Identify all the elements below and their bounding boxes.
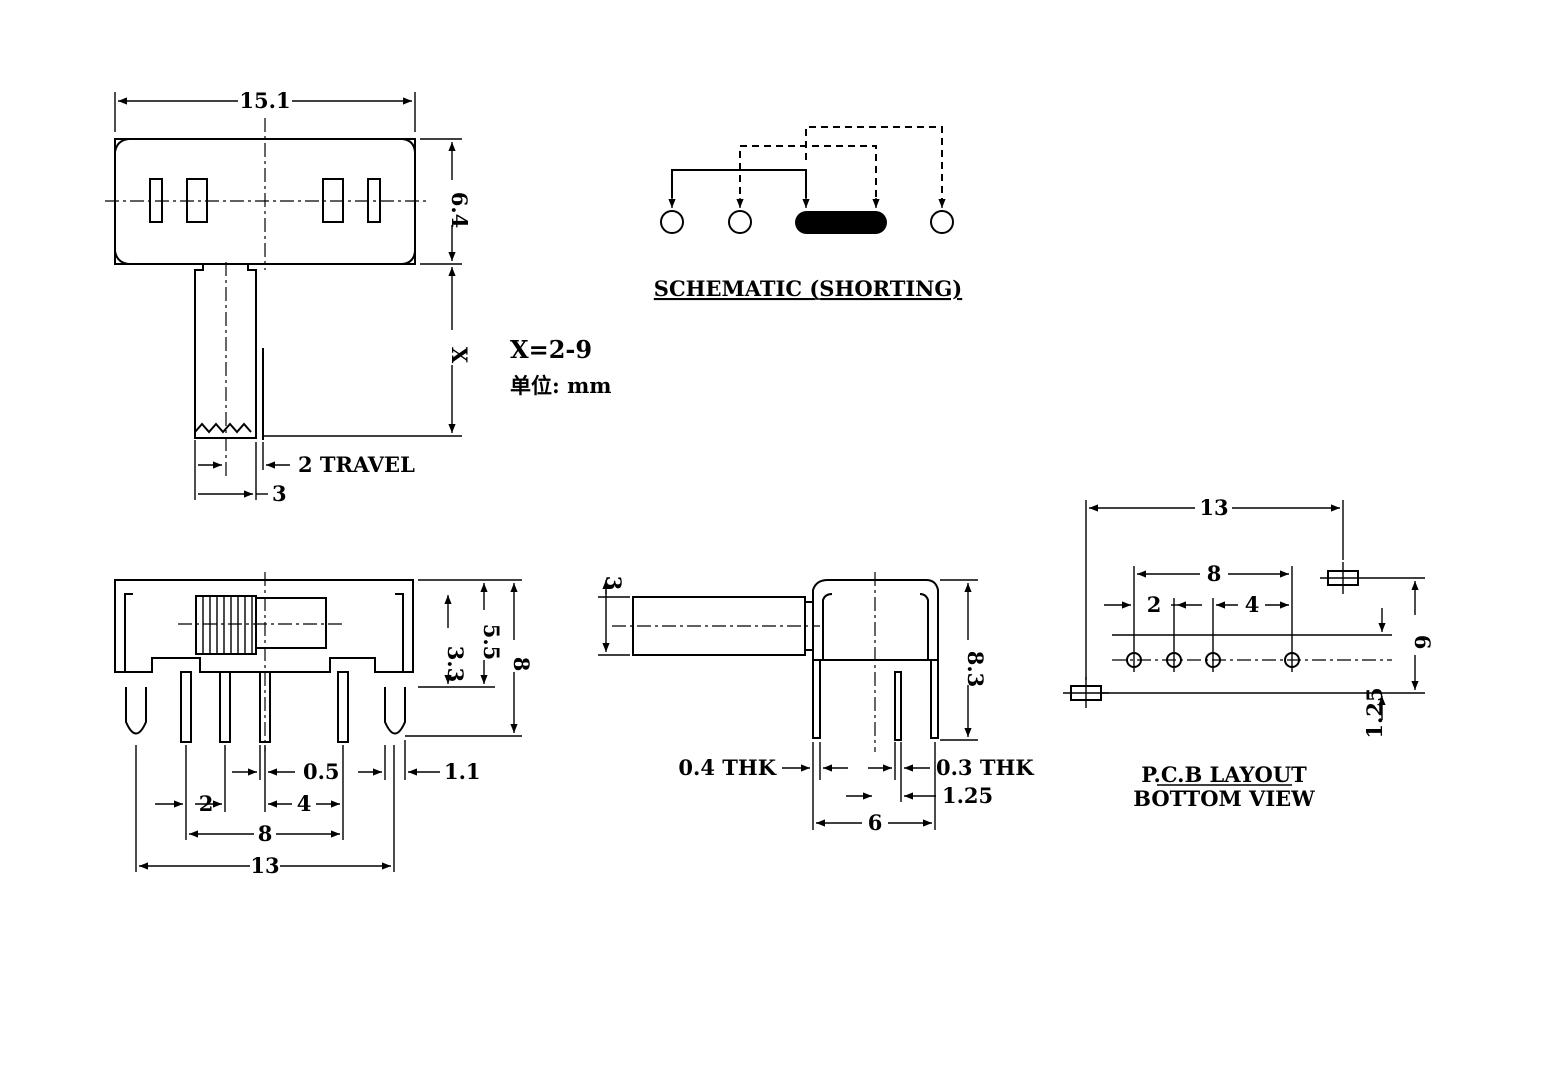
dim-span-8: 8 — [258, 821, 273, 846]
terminal-2 — [728, 210, 752, 234]
pin-2 — [219, 671, 231, 743]
pcb-dim-2: 2 — [1147, 592, 1162, 617]
side-leg-left — [812, 659, 821, 739]
side-pin — [894, 671, 902, 741]
dim-side-8-3: 8.3 — [963, 651, 988, 688]
top-view: 15.1 6.4 X 2 TRAVEL 3 — [105, 88, 472, 506]
terminal-4 — [930, 210, 954, 234]
side-body — [812, 579, 939, 661]
dim-15-1: 15.1 — [239, 88, 290, 113]
note-x-range: X=2-9 — [510, 335, 592, 364]
pcb-dim-6: 6 — [1410, 635, 1435, 650]
note-unit: 单位: mm — [510, 373, 612, 398]
pcb-title-2: BOTTOM VIEW — [1133, 786, 1315, 811]
actuator-break — [194, 422, 252, 434]
shorting-contact — [795, 211, 887, 234]
schematic-dashed-wire-1 — [739, 145, 877, 206]
schematic: SCHEMATIC (SHORTING) — [654, 126, 962, 301]
pin-4 — [337, 671, 349, 743]
dim-thk-right: 0.3 THK — [936, 755, 1034, 780]
pcb-dim-1-25: 1.25 — [1362, 687, 1387, 738]
dim-pitch-4: 4 — [297, 791, 312, 816]
pin-3 — [259, 671, 271, 743]
dim-travel: 2 TRAVEL — [298, 452, 415, 477]
side-view: 3 8.3 0.4 THK 0.3 THK 1.25 6 — [598, 572, 1034, 835]
dim-3: 3 — [272, 481, 287, 506]
slot-2 — [186, 178, 208, 223]
dim-3-3: 3.3 — [443, 646, 468, 683]
terminal-1 — [660, 210, 684, 234]
dim-end-pin: 1.1 — [444, 759, 481, 784]
pcb-title-1: P.C.B LAYOUT — [1141, 762, 1307, 787]
pcb-dim-13: 13 — [1199, 495, 1228, 520]
knob-body — [256, 597, 327, 649]
pcb-layout: 13 8 2 4 6 1.25 P.C.B LAYOUT BOTTOM VIEW — [1063, 495, 1435, 811]
slot-1 — [149, 178, 163, 223]
dim-5-5: 5.5 — [479, 624, 504, 661]
switch-body-front — [114, 579, 414, 673]
dim-8: 8 — [509, 657, 534, 672]
dim-side-6: 6 — [868, 810, 883, 835]
slot-4 — [367, 178, 381, 223]
body-inner-wall — [124, 593, 404, 672]
dim-pitch-2: 2 — [199, 791, 214, 816]
dim-side-1-25: 1.25 — [942, 783, 993, 808]
dim-pin-width: 0.5 — [303, 759, 340, 784]
mount-lug-right — [384, 687, 406, 735]
slot-3 — [322, 178, 344, 223]
schematic-title: SCHEMATIC (SHORTING) — [654, 276, 962, 301]
front-view: 3.3 5.5 8 0.5 1.1 2 4 8 13 — [114, 572, 534, 878]
side-body-inner — [822, 593, 929, 660]
dim-thk-left: 0.4 THK — [678, 755, 776, 780]
pin-1 — [180, 671, 192, 743]
dim-side-3: 3 — [601, 576, 626, 591]
dim-6-4: 6.4 — [447, 192, 472, 229]
schematic-dashed-wire-2 — [805, 126, 943, 206]
pcb-dim-8: 8 — [1207, 561, 1222, 586]
mount-lug-left — [125, 687, 147, 735]
knob-ribbed — [195, 595, 257, 655]
dim-x: X — [447, 347, 472, 364]
side-leg-right — [930, 659, 939, 739]
note: X=2-9 单位: mm — [510, 335, 612, 398]
pcb-dim-4: 4 — [1245, 592, 1260, 617]
dim-span-13: 13 — [250, 853, 279, 878]
body-corners — [114, 138, 416, 265]
